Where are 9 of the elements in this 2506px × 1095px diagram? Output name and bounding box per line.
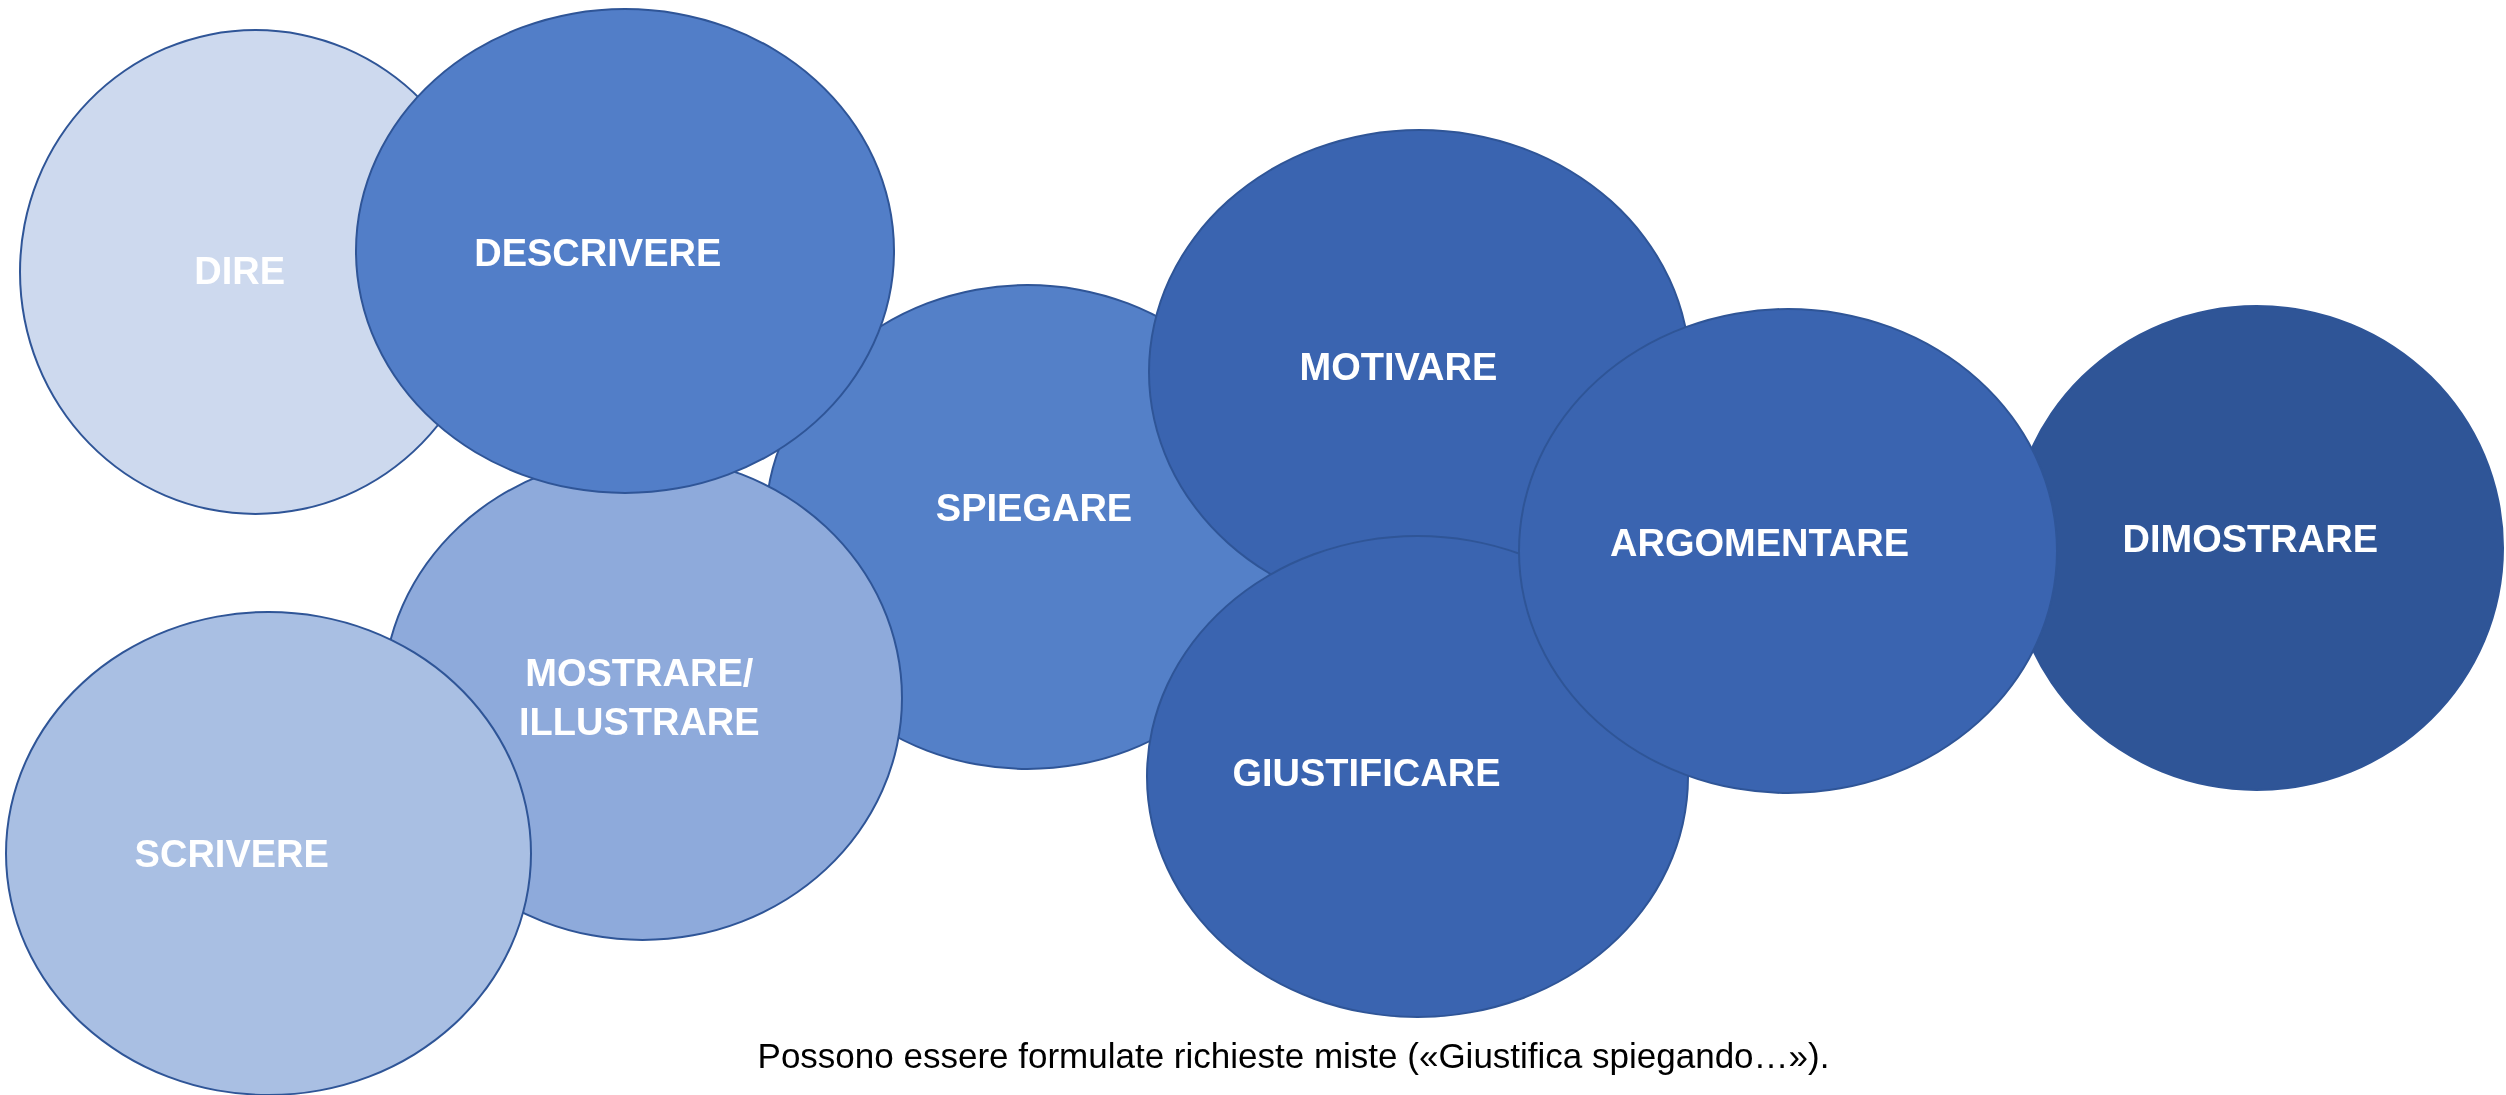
bubble-label: MOTIVARE — [1299, 344, 1498, 390]
caption: Possono essere formulate richieste miste («Giustifica spiegando…»). — [757, 1035, 1830, 1076]
bubble-label: ARGOMENTARE — [1610, 520, 1910, 566]
bubble-label: DIMOSTRARE — [2122, 517, 2378, 563]
bubble-label: SPIEGARE — [935, 485, 1133, 531]
bubble-label: MOSTRARE/ ILLUSTRARE — [518, 651, 760, 746]
bubble-label: GIUSTIFICARE — [1232, 750, 1501, 796]
bubble-label: DESCRIVERE — [474, 231, 722, 277]
bubble-label: SCRIVERE — [134, 832, 329, 878]
